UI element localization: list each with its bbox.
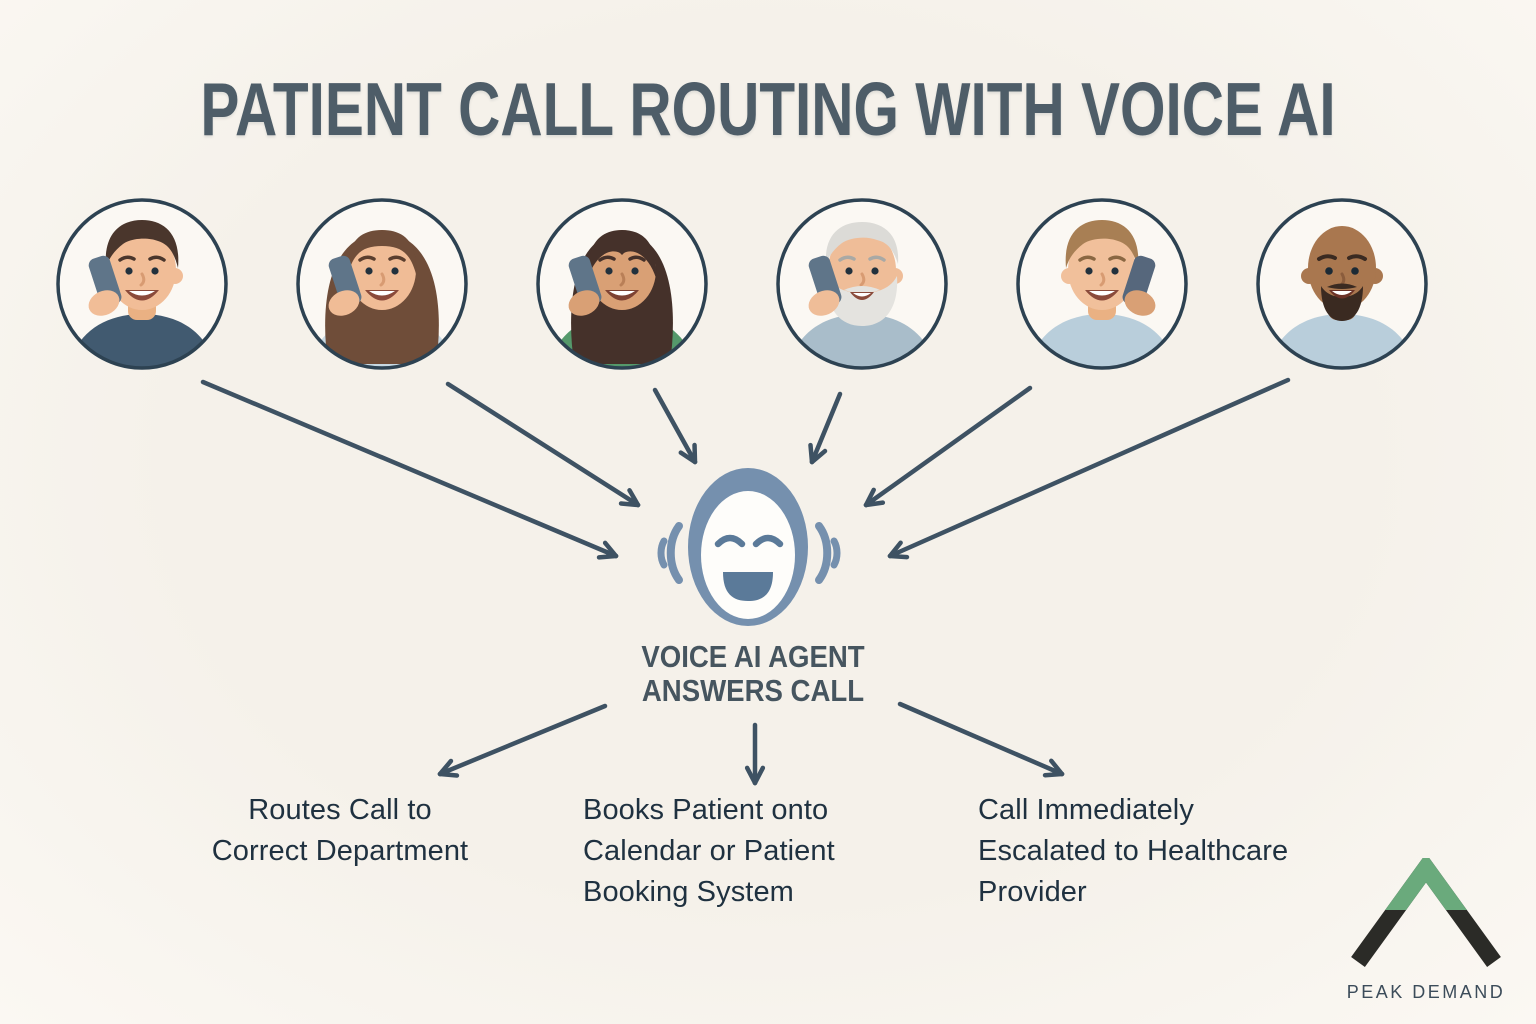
voice-ai-agent-icon <box>643 462 863 632</box>
caller-3-illustration <box>536 198 708 370</box>
caller-avatar-6 <box>1254 196 1430 372</box>
voice-ai-face-icon <box>657 468 841 626</box>
outcome-line: Correct Department <box>211 835 469 867</box>
page-title: PATIENT CALL ROUTING WITH VOICE AI <box>200 67 1336 151</box>
caller-4-illustration <box>776 198 948 370</box>
outcome-line: Provider <box>978 876 1087 908</box>
peak-demand-chevron-icon <box>1351 858 1501 967</box>
caller-avatar-3 <box>534 196 710 372</box>
outcome-books-patient: Books Patient onto Calendar or Patient B… <box>583 790 913 913</box>
caller-2-illustration <box>296 198 468 370</box>
caller-avatar-1 <box>54 196 230 372</box>
outcome-line: Call Immediately <box>978 794 1194 826</box>
caller-6-illustration <box>1256 198 1428 370</box>
agent-label: VOICE AI AGENT ANSWERS CALL <box>575 640 931 708</box>
outcome-line: Booking System <box>583 876 794 908</box>
brand-logo: PEAK DEMAND <box>1346 858 1506 1003</box>
caller-avatar-4 <box>774 196 950 372</box>
sound-wave-right-icon <box>815 522 841 584</box>
agent-label-line1: VOICE AI AGENT <box>641 639 865 674</box>
caller-avatar-2 <box>294 196 470 372</box>
outcome-line: Books Patient onto <box>583 794 829 826</box>
outcome-escalate-call: Call Immediately Escalated to Healthcare… <box>978 790 1338 913</box>
outcome-routes-call: Routes Call to Correct Department <box>190 790 490 872</box>
caller-5-illustration <box>1016 198 1188 370</box>
outcome-line: Escalated to Healthcare <box>978 835 1289 867</box>
outcome-line: Routes Call to <box>248 794 432 826</box>
agent-label-line2: ANSWERS CALL <box>641 673 865 708</box>
sound-wave-left-icon <box>657 522 683 584</box>
caller-avatar-5 <box>1014 196 1190 372</box>
caller-1-illustration <box>56 198 228 370</box>
brand-name: PEAK DEMAND <box>1346 982 1506 1002</box>
outcome-line: Calendar or Patient <box>583 835 835 867</box>
